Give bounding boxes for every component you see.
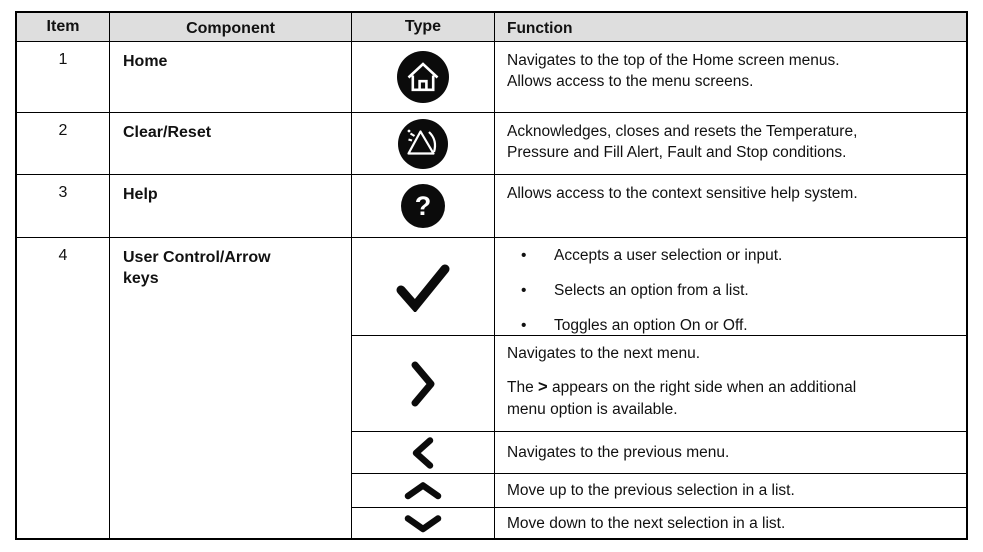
type-cell — [351, 113, 494, 174]
bullet-marker: • — [521, 247, 527, 264]
function-line: Move up to the previous selection in a l… — [507, 482, 795, 499]
function-cell: Navigates to the next menu. The > appear… — [494, 336, 966, 431]
header-component: Component — [109, 13, 351, 41]
sub-row-move-down: Move down to the next selection in a lis… — [351, 507, 966, 538]
table-row-home: 1 Home Navigates to the top of the Home … — [17, 41, 966, 112]
header-type: Type — [351, 13, 494, 41]
table-header-row: Item Component Type Function — [17, 13, 966, 41]
bullet-marker: • — [521, 317, 527, 334]
table-row-help: 3 Help ? Allows access to the context se… — [17, 174, 966, 237]
function-cell: Navigates to the top of the Home screen … — [494, 42, 966, 112]
control-keys-table: Item Component Type Function 1 Home Navi… — [15, 11, 968, 540]
text-span: The — [507, 379, 539, 396]
function-cell: • Accepts a user selection or input. • S… — [494, 238, 966, 335]
component-name: Help — [109, 175, 351, 237]
bold-gt-glyph: > — [538, 378, 548, 396]
sub-row-group: • Accepts a user selection or input. • S… — [351, 238, 966, 538]
component-name: Home — [109, 42, 351, 112]
text-span: appears on the right side when an additi… — [547, 379, 857, 396]
item-number: 4 — [58, 247, 68, 264]
chevron-right-icon — [410, 358, 436, 410]
chevron-up-icon — [403, 481, 443, 500]
function-line: Navigates to the next menu. — [507, 345, 701, 362]
sub-row-next-menu: Navigates to the next menu. The > appear… — [351, 335, 966, 431]
type-cell — [351, 336, 494, 431]
header-item: Item — [46, 18, 80, 35]
check-icon — [395, 262, 451, 312]
function-line: The > appears on the right side when an … — [507, 376, 952, 399]
item-number: 2 — [58, 122, 68, 139]
sub-row-move-up: Move up to the previous selection in a l… — [351, 473, 966, 507]
function-line: Allows access to the context sensitive h… — [507, 185, 858, 202]
table-row-user-control: 4 User Control/Arrow keys • Accepts a us… — [17, 237, 966, 538]
type-cell — [351, 238, 494, 335]
bullet-text: Toggles an option On or Off. — [554, 317, 748, 334]
type-cell — [351, 508, 494, 538]
chevron-left-icon — [411, 436, 435, 470]
type-cell: ? — [351, 175, 494, 237]
table-row-clear-reset: 2 Clear/Reset Acknowledges, closes and r… — [17, 112, 966, 174]
type-cell — [351, 474, 494, 507]
bullet-line: • Selects an option from a list. — [507, 280, 952, 301]
question-glyph: ? — [415, 191, 432, 221]
home-icon — [397, 51, 449, 103]
function-line: Navigates to the previous menu. — [507, 444, 730, 461]
type-cell — [351, 432, 494, 473]
chevron-down-icon — [403, 514, 443, 533]
bullet-line: • Accepts a user selection or input. — [507, 245, 952, 266]
component-name: User Control/Arrow keys — [109, 238, 351, 538]
bullet-marker: • — [521, 282, 527, 299]
function-cell: Move down to the next selection in a lis… — [494, 508, 966, 538]
bullet-line: • Toggles an option On or Off. — [507, 315, 952, 336]
function-line: Navigates to the top of the Home screen … — [507, 52, 840, 69]
function-line: Allows access to the menu screens. — [507, 73, 754, 90]
function-line: menu option is available. — [507, 401, 678, 418]
header-function: Function — [494, 13, 966, 41]
type-cell — [351, 42, 494, 112]
item-number: 1 — [58, 51, 68, 68]
item-number: 3 — [58, 184, 68, 201]
component-name: Clear/Reset — [109, 113, 351, 174]
function-cell: Move up to the previous selection in a l… — [494, 474, 966, 507]
alarm-reset-icon — [398, 118, 448, 169]
function-cell: Navigates to the previous menu. — [494, 432, 966, 473]
sub-row-previous-menu: Navigates to the previous menu. — [351, 431, 966, 473]
bullet-text: Selects an option from a list. — [554, 282, 749, 299]
sub-row-accept: • Accepts a user selection or input. • S… — [351, 238, 966, 335]
function-cell: Allows access to the context sensitive h… — [494, 175, 966, 237]
function-line: Acknowledges, closes and resets the Temp… — [507, 123, 858, 140]
function-line: Move down to the next selection in a lis… — [507, 514, 786, 532]
question-icon: ? — [401, 184, 445, 228]
bullet-text: Accepts a user selection or input. — [554, 247, 783, 264]
function-cell: Acknowledges, closes and resets the Temp… — [494, 113, 966, 174]
function-line: Pressure and Fill Alert, Fault and Stop … — [507, 144, 847, 161]
